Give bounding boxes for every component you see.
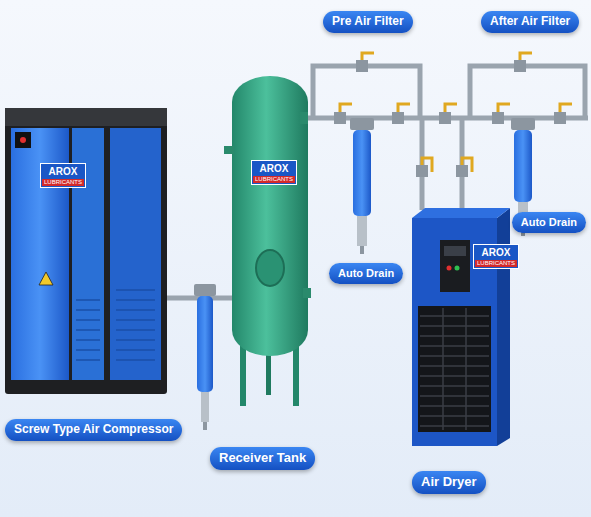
illustration-part xyxy=(392,112,404,124)
illustration-part xyxy=(360,246,364,254)
label-pill: Receiver Tank xyxy=(210,447,315,470)
screw-compressor xyxy=(5,108,167,394)
illustration-part xyxy=(398,104,410,112)
illustration-part xyxy=(440,240,470,292)
label-pill: Air Dryer xyxy=(412,471,486,494)
brand-logo: AROX LUBRICANTS xyxy=(40,163,86,188)
illustration-part xyxy=(76,300,100,360)
illustration-part xyxy=(340,104,352,112)
illustration-part xyxy=(445,104,457,112)
illustration-part xyxy=(357,216,367,246)
illustration-part xyxy=(554,112,566,124)
illustration-part xyxy=(256,250,284,286)
pill-text: Auto Drain xyxy=(338,267,394,280)
illustration-part xyxy=(447,266,452,271)
label-pill: Screw Type Air Compressor xyxy=(5,419,182,441)
illustration-part xyxy=(197,296,213,392)
illustration-part xyxy=(232,76,308,356)
illustration-part xyxy=(194,284,216,296)
illustration-part xyxy=(514,130,532,202)
pill-text: Auto Drain xyxy=(521,216,577,229)
brand-logo: AROX LUBRICANTS xyxy=(473,244,519,269)
illustration-part xyxy=(362,53,374,60)
illustration-part xyxy=(412,208,510,218)
brand-tagline: LUBRICANTS xyxy=(475,260,517,267)
pill-text: Receiver Tank xyxy=(219,451,306,466)
illustration-part xyxy=(303,288,311,298)
illustration-part xyxy=(514,60,526,72)
illustration-part xyxy=(511,118,535,130)
label-pill: Auto Drain xyxy=(329,263,403,284)
illustration-part xyxy=(334,112,346,124)
illustration-part xyxy=(462,158,472,172)
illustration-part xyxy=(20,137,26,143)
illustration-part xyxy=(350,118,374,130)
illustration-part xyxy=(116,290,155,360)
illustration-part xyxy=(416,165,428,177)
illustration-part xyxy=(498,104,510,112)
illustration-part xyxy=(300,112,308,124)
label-pill: After Air Filter xyxy=(481,11,579,33)
illustration-part xyxy=(439,112,451,124)
brand-name: AROX xyxy=(42,166,84,177)
pipework xyxy=(166,66,588,298)
brand-tagline: LUBRICANTS xyxy=(253,176,295,183)
pill-text: After Air Filter xyxy=(490,15,570,29)
illustration-part xyxy=(201,392,209,422)
pill-text: Air Dryer xyxy=(421,475,477,490)
illustration-part xyxy=(420,316,489,426)
illustration-part xyxy=(356,60,368,72)
pill-text: Pre Air Filter xyxy=(332,15,404,29)
illustration-part xyxy=(39,272,53,285)
illustration-part xyxy=(353,130,371,216)
pill-text: Screw Type Air Compressor xyxy=(14,423,173,437)
illustration-part xyxy=(444,246,466,256)
illustration-part xyxy=(470,66,585,118)
illustration-part xyxy=(418,306,491,432)
illustration-part xyxy=(443,308,466,430)
illustration-part xyxy=(110,128,161,380)
illustration-part xyxy=(492,112,504,124)
brand-tagline: LUBRICANTS xyxy=(42,179,84,186)
illustration-part xyxy=(5,108,167,126)
illustration-part xyxy=(520,53,532,60)
illustration-part xyxy=(76,290,155,360)
illustration-part xyxy=(455,266,460,271)
illustration-part xyxy=(15,132,31,148)
line-filter xyxy=(194,284,216,430)
receiver-tank xyxy=(224,76,311,406)
label-pill: Auto Drain xyxy=(512,212,586,233)
brand-name: AROX xyxy=(253,163,295,174)
illustration-part xyxy=(224,146,234,154)
illustration-part xyxy=(313,66,420,118)
illustration-part xyxy=(420,308,489,430)
brand-logo: AROX LUBRICANTS xyxy=(251,160,297,185)
illustration-part xyxy=(422,158,432,172)
illustration-part xyxy=(560,104,572,112)
illustration-part xyxy=(5,108,167,394)
illustration-part xyxy=(203,422,207,430)
pre-air-filter xyxy=(350,118,374,254)
illustration-part xyxy=(456,165,468,177)
label-pill: Pre Air Filter xyxy=(323,11,413,33)
brand-name: AROX xyxy=(475,247,517,258)
